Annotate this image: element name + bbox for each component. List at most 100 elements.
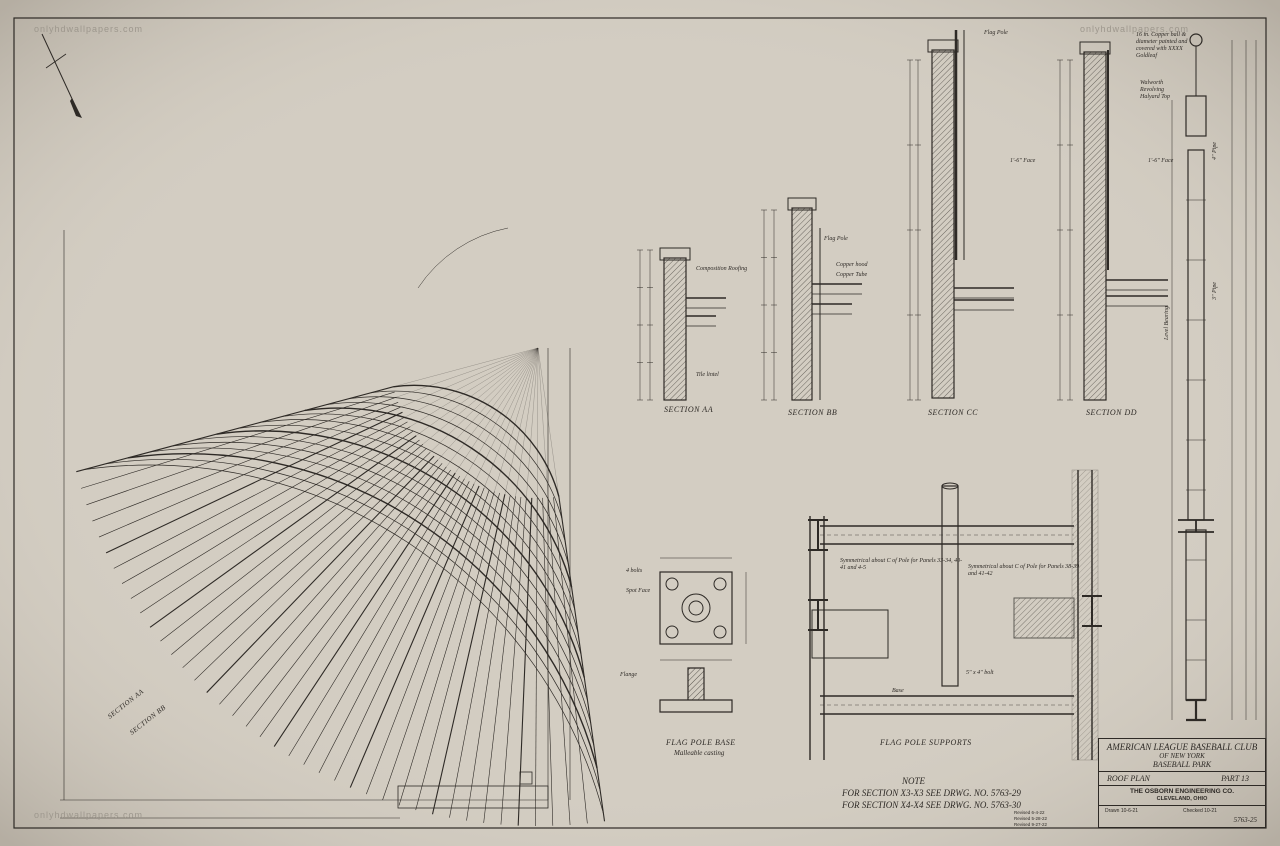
base-circle — [688, 600, 704, 616]
title-line-1: AMERICAN LEAGUE BASEBALL CLUB — [1106, 742, 1258, 752]
plan-radial — [517, 497, 533, 826]
title-checked: Checked 10-21 — [1183, 808, 1217, 814]
plan-radial — [318, 481, 470, 773]
callout-composition-roofing: Composition Roofing — [696, 266, 748, 272]
revision-2: Revised 5-28-22 — [1014, 816, 1048, 821]
i-beam — [808, 599, 828, 631]
wall-outline — [931, 49, 955, 399]
plan-radial — [113, 416, 406, 569]
wall-outline — [663, 257, 687, 401]
construction-ray — [446, 347, 539, 467]
callout-pipe-3: 3" Pipe — [1212, 281, 1218, 300]
plan-radial — [76, 386, 394, 473]
plan-radial — [500, 497, 527, 825]
title-line-2: OF NEW YORK — [1159, 752, 1205, 760]
plan-radial — [547, 497, 571, 825]
base-section — [659, 699, 733, 713]
plan-radial — [245, 466, 447, 727]
note-line-2: FOR SECTION X4-X4 SEE DRWG. NO. 5763-30 — [842, 800, 1021, 810]
note-line-1: FOR SECTION X3-X3 SEE DRWG. NO. 5763-29 — [842, 788, 1021, 798]
plan-radial — [558, 496, 606, 822]
bolt-hole — [665, 625, 679, 639]
column-hatch — [1071, 469, 1099, 761]
title-city: CLEVELAND, OHIO — [1156, 796, 1208, 802]
construction-ray — [494, 347, 539, 492]
callout-flag-pole: Flag Pole — [984, 30, 1008, 36]
plan-radial — [232, 463, 443, 716]
dimension-arc — [417, 227, 509, 289]
note-heading: NOTE — [902, 776, 926, 786]
plan-radial — [303, 478, 465, 765]
callout-bolts: 4 bolts — [626, 568, 643, 574]
sheet-border — [13, 17, 1267, 829]
bolt-hole — [713, 625, 727, 639]
plan-radial — [288, 475, 461, 757]
construction-ray — [515, 347, 539, 497]
construction-ray — [410, 347, 539, 427]
plan-radial — [553, 497, 588, 824]
base-circle — [681, 593, 711, 623]
title-divider — [1099, 771, 1265, 772]
watermark: onlyhdwallpapers.com — [34, 810, 144, 820]
wall-coping — [1079, 41, 1111, 55]
title-part: PART 13 — [1221, 774, 1249, 783]
section-details — [637, 30, 1168, 401]
pole-top — [941, 482, 959, 490]
plan-radial — [259, 469, 451, 737]
pole-segment — [1185, 95, 1207, 137]
title-drawn: Drawn 10-6-21 — [1105, 808, 1139, 814]
callout-tile-lintel: Tile lintel — [696, 372, 719, 378]
plan-radial — [130, 426, 411, 599]
plan-strip — [397, 785, 549, 809]
callout-level-bearing: Level Bearing — [1164, 306, 1170, 340]
callout-copper-hood: Copper hood — [836, 262, 868, 268]
bolt-hole — [713, 577, 727, 591]
title-company: THE OSBORN ENGINEERING CO. — [1129, 788, 1234, 795]
callout-spot-face: Spot Face — [626, 588, 651, 594]
wall-hatch — [1083, 51, 1107, 401]
construction-ray — [537, 347, 560, 497]
construction-ray — [473, 347, 539, 484]
wall-hatch — [791, 207, 813, 401]
callout-flange: Flange — [620, 672, 637, 678]
title-block: AMERICAN LEAGUE BASEBALL CLUB OF NEW YOR… — [1098, 738, 1266, 828]
construction-ray — [455, 347, 539, 474]
section-dd-label: SECTION DD — [1086, 408, 1138, 417]
section-bb-label: SECTION BB — [788, 408, 838, 417]
pole-collar — [1178, 519, 1214, 533]
callout-flag-pole-bb: Flag Pole — [824, 236, 848, 242]
watermark: onlyhdwallpapers.com — [1080, 24, 1190, 34]
pole-base-i-beam — [1186, 698, 1206, 722]
revision-1: Revised 6-4-22 — [1014, 810, 1045, 815]
title-divider — [1099, 805, 1265, 806]
flag-pole-supports-drawing — [659, 469, 1102, 761]
construction-ray — [483, 347, 539, 489]
callout-symmetrical-1: Symmetrical about C of Pole for Panels 3… — [840, 558, 963, 571]
i-beam — [1082, 595, 1102, 627]
callout-bolt-ends: 5" x 4" bolt — [966, 670, 994, 676]
plan-radial — [80, 391, 395, 489]
flag-pole-base-title: FLAG POLE BASE — [666, 738, 736, 747]
wall-coping — [659, 247, 691, 261]
wall-coping — [927, 39, 959, 53]
construction-ray — [537, 347, 549, 498]
plan-box — [519, 771, 533, 785]
construction-ray — [526, 347, 539, 498]
bolt-hole — [665, 577, 679, 591]
plan-radial — [431, 494, 506, 815]
callout-copper-tube: Copper Tube — [836, 272, 868, 278]
plan-radial — [483, 496, 522, 823]
title-line-3: BASEBALL PARK — [1152, 760, 1212, 769]
wall-hatch — [663, 257, 687, 401]
callout-pipe-4: 4" Pipe — [1212, 141, 1218, 160]
section-aa-label: SECTION AA — [664, 405, 714, 414]
plan-radial — [160, 439, 420, 642]
plan-radial — [194, 452, 431, 681]
gusset-plate — [811, 609, 889, 659]
construction-ray — [400, 347, 539, 408]
wall-hatch — [931, 49, 955, 399]
plan-radial — [382, 489, 490, 801]
roof-plan-grid — [60, 227, 606, 826]
construction-ray — [437, 347, 539, 460]
title-drawing-number: 5763-25 — [1233, 816, 1257, 824]
